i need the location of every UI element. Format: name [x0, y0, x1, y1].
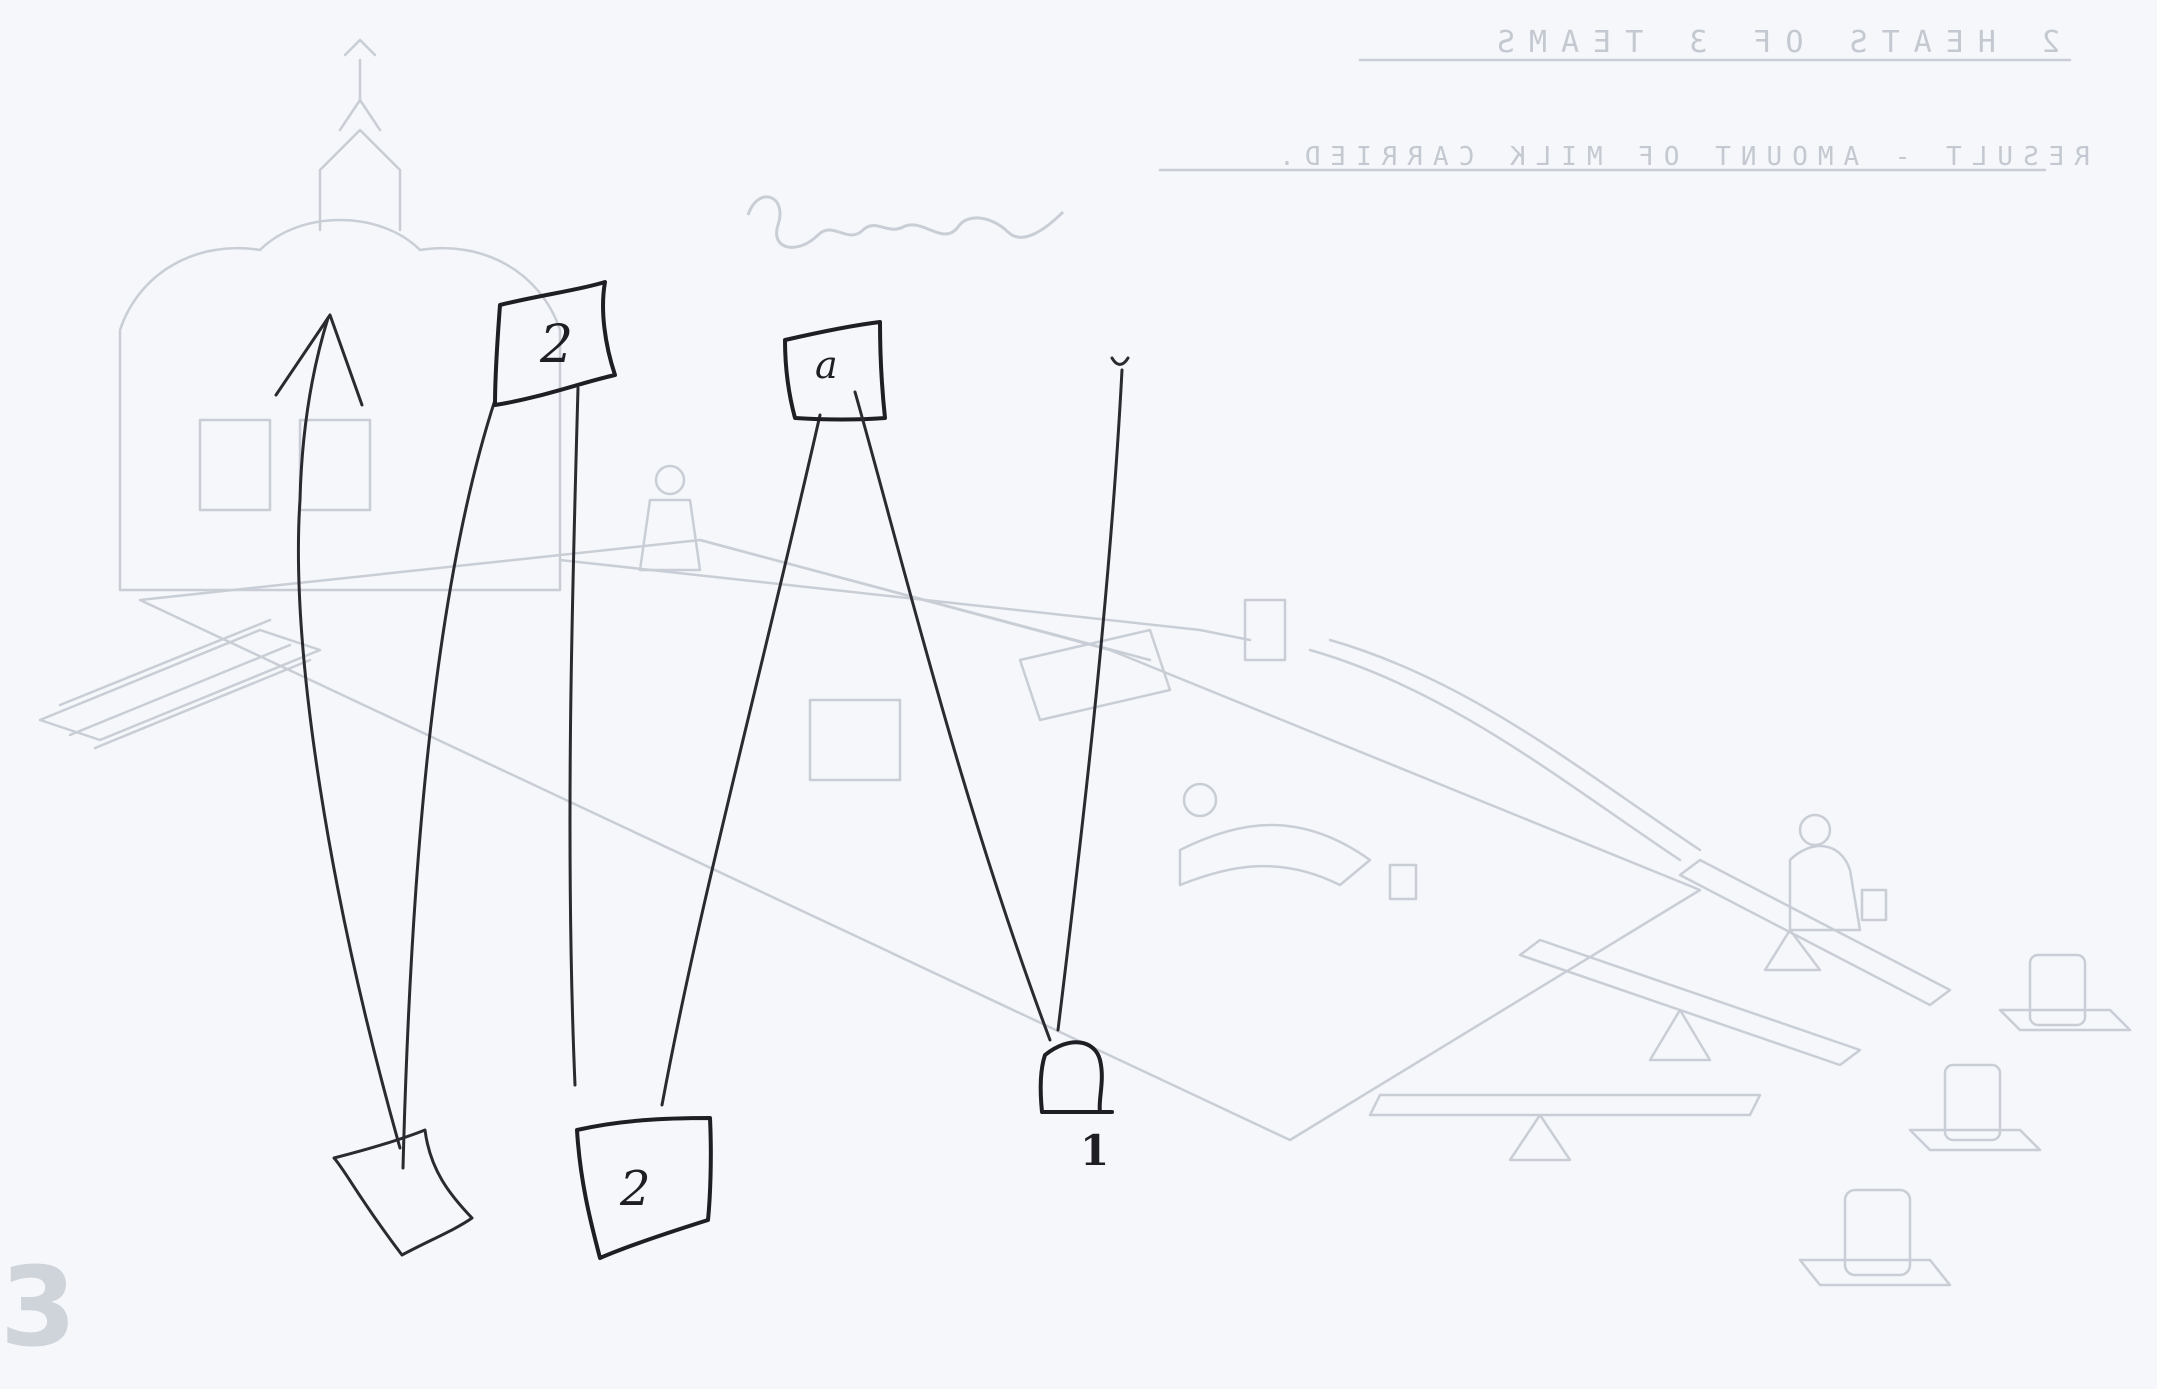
connector-start-to-box-a: [403, 400, 495, 1168]
bottom-box: 2: [577, 1118, 711, 1258]
top-right-box-label: a: [815, 343, 838, 387]
connector-box-c-to-end: [855, 392, 1050, 1040]
up-arrow-head: [276, 315, 362, 405]
top-left-box-label: 2: [539, 315, 573, 375]
background-page-number: 3: [0, 1243, 77, 1371]
background-heading-line-1: 2 HEATS OF 3 TEAMS: [1483, 25, 2060, 60]
return-line: [1058, 370, 1122, 1030]
background-barn-illustration: [40, 40, 560, 748]
background-ramp-illustration: [140, 540, 1950, 1160]
ink-diagram: 2 2 a: [276, 282, 1128, 1258]
top-tick-mark: [1112, 358, 1128, 364]
end-mark-label: 1: [1080, 1126, 1109, 1175]
top-right-box: a: [785, 322, 885, 420]
background-show-through: 2 HEATS OF 3 TEAMS RESULT - AMOUNT OF MI…: [0, 25, 2130, 1371]
top-left-box: 2: [495, 282, 615, 405]
background-scribble: [748, 197, 1063, 247]
connector-box-a-to-box-b: [570, 388, 578, 1085]
background-milk-churns: [1800, 955, 2130, 1285]
connector-box-b-to-box-c: [662, 415, 820, 1105]
up-arrow: [276, 315, 400, 1148]
bottom-box-label: 2: [619, 1161, 651, 1217]
background-heading-line-2: RESULT - AMOUNT OF MILK CARRIED.: [1269, 142, 2090, 172]
up-arrow-shaft: [298, 318, 400, 1148]
